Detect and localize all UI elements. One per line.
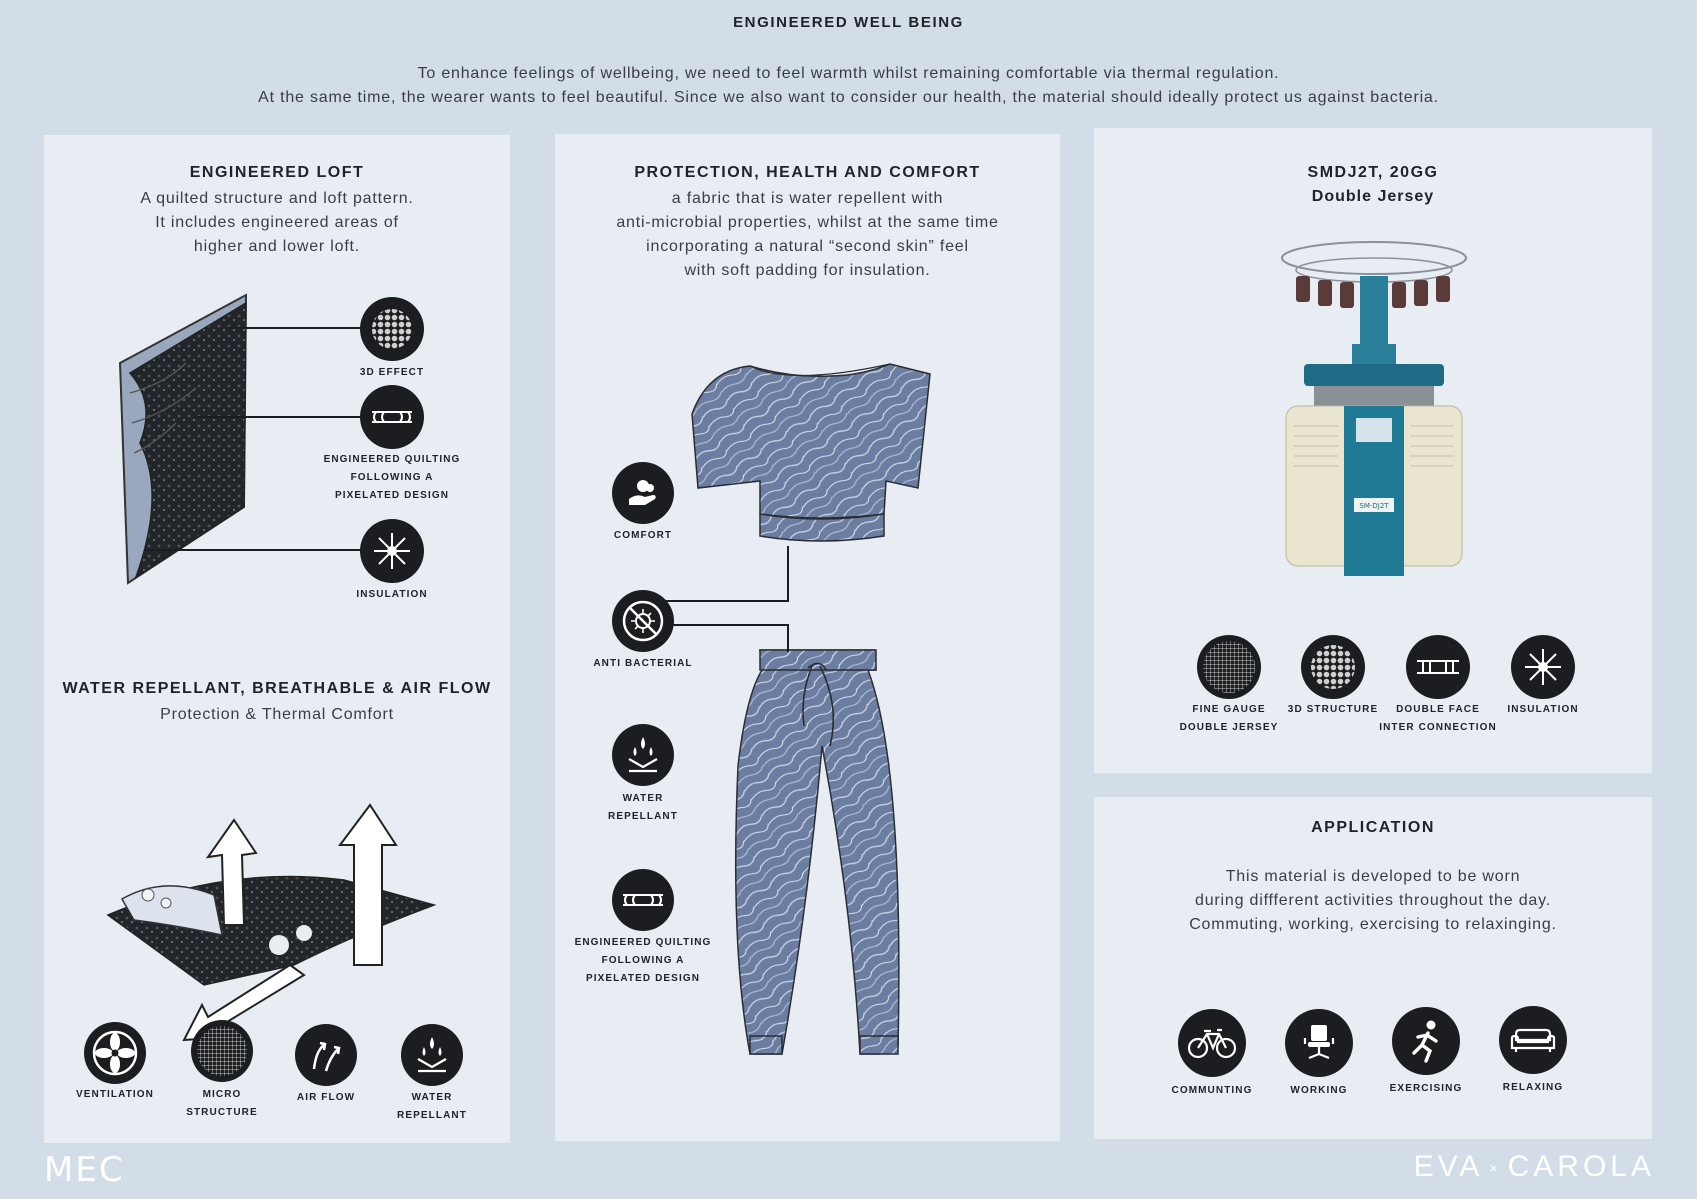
application-heading: APPLICATION	[1311, 819, 1435, 836]
water-repellant-label: WATER REPELLANT	[608, 793, 678, 822]
quilting-icon	[360, 385, 424, 449]
relaxing-label: RELAXING	[1502, 1082, 1564, 1093]
connector-line	[787, 624, 789, 652]
mec-logo: MEC	[44, 1150, 125, 1190]
machine-subheading: Double Jersey	[1311, 188, 1435, 205]
garment-illustration	[691, 363, 931, 1055]
water-subtitle: Protection & Thermal Comfort	[160, 706, 394, 723]
3d-effect-label: 3D EFFECT	[359, 367, 425, 378]
anti-bacterial-label: ANTI BACTERIAL	[593, 658, 693, 669]
double-face-label: DOUBLE FACE INTER CONNECTION	[1379, 704, 1497, 733]
3d-effect-icon	[360, 297, 424, 361]
connector-line	[637, 600, 789, 602]
machine-badge: SM-DJ2T	[1359, 502, 1389, 510]
3d-structure-icon	[1301, 635, 1365, 699]
intro-line-1: To enhance feelings of wellbeing, we nee…	[417, 65, 1280, 82]
quilting-label: ENGINEERED QUILTING FOLLOWING A PIXELATE…	[323, 454, 461, 501]
machine-heading: SMDJ2T, 20GG	[1307, 164, 1439, 181]
loft-heading: ENGINEERED LOFT	[189, 164, 365, 181]
micro-structure-icon	[191, 1020, 253, 1082]
page-title: ENGINEERED WELL BEING	[733, 14, 964, 31]
air-flow-icon	[295, 1024, 357, 1086]
exercising-label: EXERCISING	[1389, 1083, 1463, 1094]
connector-line	[194, 416, 404, 418]
commuting-label: COMMUNTING	[1171, 1085, 1253, 1096]
intro-text: To enhance feelings of wellbeing, we nee…	[0, 62, 1697, 110]
3d-structure-label: 3D STRUCTURE	[1287, 704, 1379, 715]
ventilation-label: VENTILATION	[75, 1089, 155, 1100]
loft-description: A quilted structure and loft pattern. It…	[140, 190, 414, 255]
connector-line	[787, 546, 789, 602]
application-description: This material is developed to be worn du…	[1189, 868, 1557, 933]
application-panel: APPLICATION This material is developed t…	[1094, 797, 1652, 1139]
fine-gauge-label: FINE GAUGE DOUBLE JERSEY	[1179, 704, 1279, 733]
fine-gauge-icon	[1197, 635, 1261, 699]
water-repellant-icon	[612, 724, 674, 786]
water-repellant-icon	[401, 1024, 463, 1086]
engineered-loft-panel: ENGINEERED LOFT A quilted structure and …	[44, 135, 510, 1143]
anti-bacterial-icon	[612, 590, 674, 652]
runner-icon	[1392, 1007, 1460, 1075]
insulation-icon	[1511, 635, 1575, 699]
machine-panel: SMDJ2T, 20GG Double Jersey SM-DJ2T FINE …	[1094, 128, 1652, 773]
sofa-icon	[1499, 1006, 1567, 1074]
protection-heading: PROTECTION, HEALTH AND COMFORT	[634, 164, 981, 181]
quilting-label: ENGINEERED QUILTING FOLLOWING A PIXELATE…	[574, 937, 712, 984]
quilting-icon	[612, 869, 674, 931]
insulation-icon	[360, 519, 424, 583]
micro-structure-label: MICRO STRUCTURE	[186, 1089, 258, 1118]
protection-panel: PROTECTION, HEALTH AND COMFORT a fabric …	[555, 134, 1060, 1141]
air-flow-label: AIR FLOW	[296, 1092, 356, 1103]
water-repellant-label: WATER REPELLANT	[397, 1092, 467, 1121]
ventilation-icon	[84, 1022, 146, 1084]
connector-line	[144, 549, 404, 551]
office-chair-icon	[1285, 1009, 1353, 1077]
comfort-label: COMFORT	[613, 530, 673, 541]
loft-fabric-illustration	[118, 293, 248, 585]
comfort-icon	[612, 462, 674, 524]
insulation-label: INSULATION	[356, 589, 428, 600]
connector-line	[637, 624, 789, 626]
airflow-illustration	[106, 803, 437, 1042]
bicycle-icon	[1178, 1009, 1246, 1077]
working-label: WORKING	[1290, 1085, 1348, 1096]
double-face-icon	[1406, 635, 1470, 699]
intro-line-2: At the same time, the wearer wants to fe…	[258, 89, 1439, 106]
eva-carola-logo: EVA×CAROLA	[1413, 1150, 1655, 1183]
water-heading: WATER REPELLANT, BREATHABLE & AIR FLOW	[62, 680, 492, 697]
connector-line	[228, 327, 404, 329]
knitting-machine-illustration: SM-DJ2T	[1281, 241, 1467, 576]
protection-description: a fabric that is water repellent with an…	[616, 190, 999, 279]
insulation-label: INSULATION	[1507, 704, 1579, 715]
